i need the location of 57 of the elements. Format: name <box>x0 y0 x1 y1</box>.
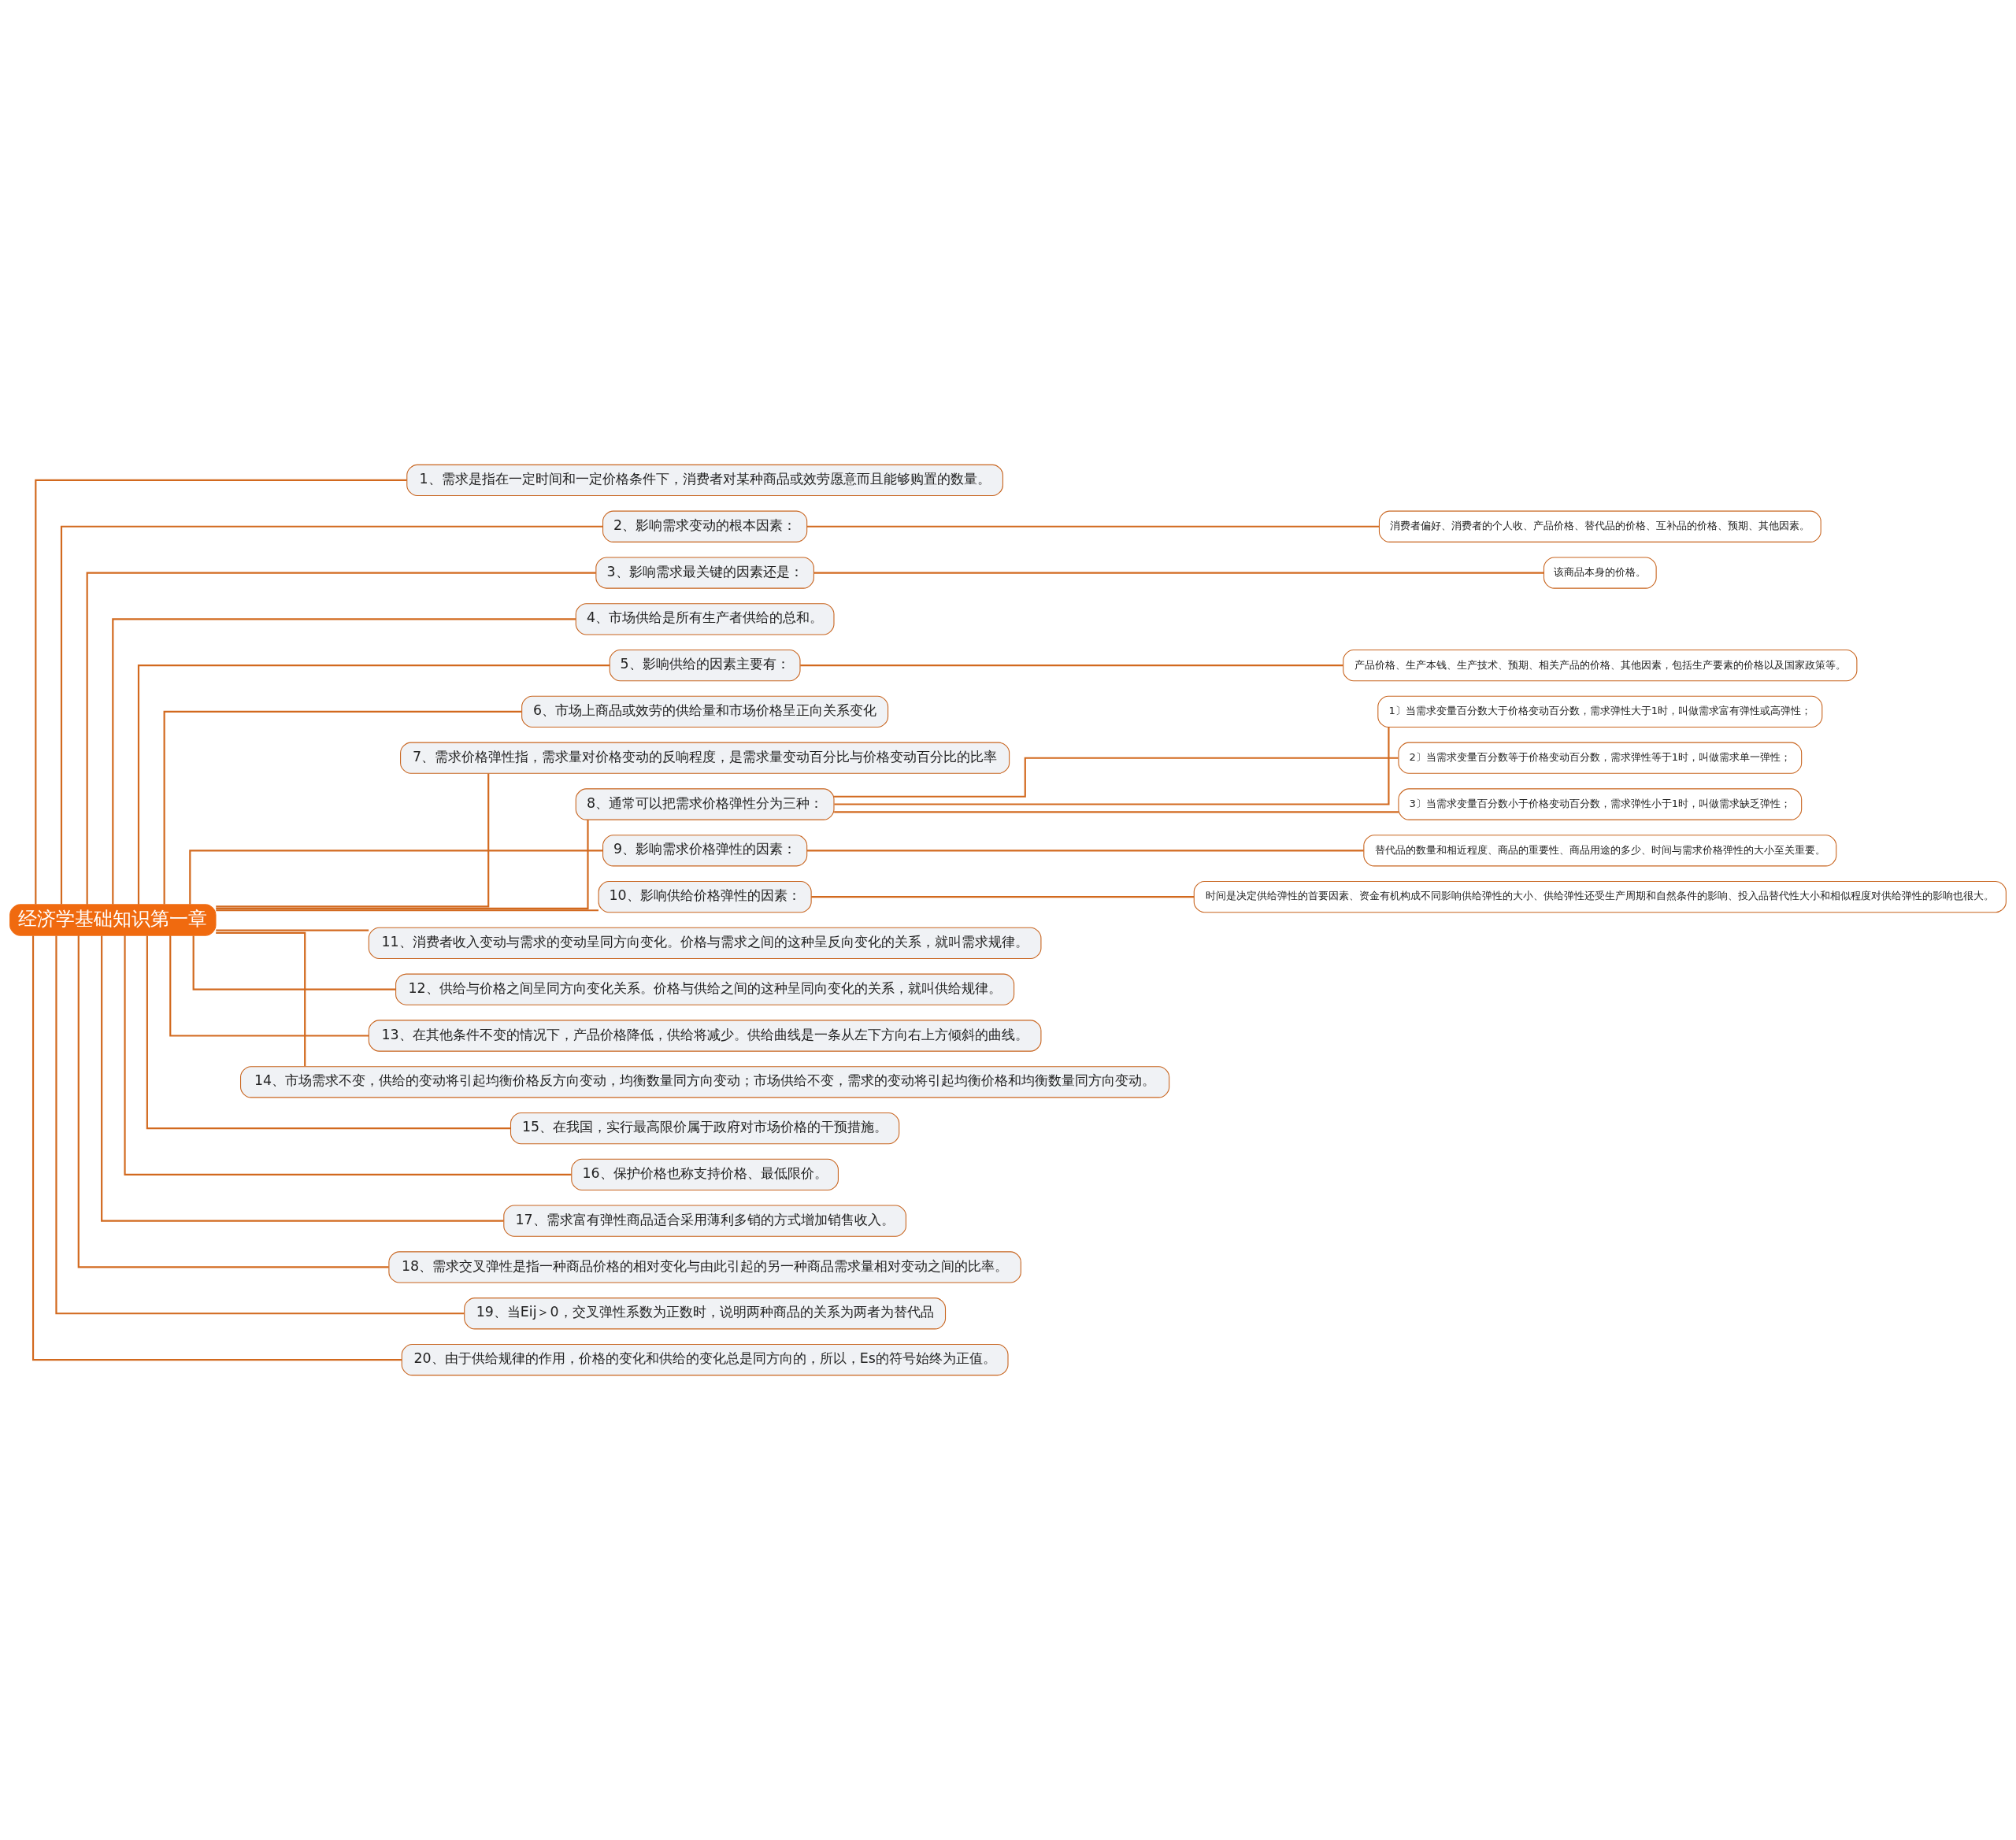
node-box: 2、影响需求变动的根本因素： <box>602 510 808 542</box>
node-box: 13、在其他条件不变的情况下，产品价格降低，供给将减少。供给曲线是一条从左下方向右上方倾斜的曲线。 <box>368 1020 1042 1052</box>
connector <box>806 850 1364 852</box>
connector <box>216 820 589 909</box>
connector <box>163 710 522 905</box>
connector <box>834 727 1390 805</box>
node-box: 14、市场需求不变，供给的变动将引起均衡价格反方向变动，均衡数量同方向变动；市场供给不变，需求的变动将引起均衡价格和均衡数量同方向变动。 <box>240 1066 1170 1098</box>
connector <box>216 931 306 1067</box>
connector <box>60 525 603 905</box>
connector <box>32 935 402 1361</box>
connector <box>55 935 465 1315</box>
connector <box>124 935 572 1175</box>
node-box: 2〕当需求变量百分数等于价格变动百分数，需求弹性等于1时，叫做需求单一弹性； <box>1398 742 1803 774</box>
connector <box>834 811 1399 813</box>
node-box: 6、市场上商品或效劳的供给量和市场价格呈正向关系变化 <box>521 695 889 728</box>
node-box: 17、需求富有弹性商品适合采用薄利多销的方式增加销售收入。 <box>503 1205 906 1237</box>
connector <box>35 479 407 905</box>
node-box: 1〕当需求变量百分数大于价格变动百分数，需求弹性大于1时，叫做需求富有弹性或高弹性； <box>1377 695 1823 728</box>
node-box: 该商品本身的价格。 <box>1543 557 1657 589</box>
connector <box>86 572 596 905</box>
connector <box>216 929 369 931</box>
connector <box>800 665 1343 667</box>
node-box: 11、消费者收入变动与需求的变动呈同方向变化。价格与需求之间的这种呈反向变化的关系，就叫需求规律。 <box>368 927 1042 960</box>
node-box: 8、通常可以把需求价格弹性分为三种： <box>575 788 835 820</box>
connector <box>192 935 396 990</box>
node-box: 9、影响需求价格弹性的因素： <box>602 835 808 867</box>
connector <box>811 896 1195 898</box>
node-box: 12、供给与价格之间呈同方向变化关系。价格与供给之间的这种呈同向变化的关系，就叫供给规律。 <box>395 973 1015 1005</box>
node-box: 19、当Eij＞0，交叉弹性系数为正数时，说明两种商品的关系为两者为替代品 <box>464 1298 947 1330</box>
node-box: 10、影响供给价格弹性的因素： <box>598 880 812 913</box>
connector <box>813 572 1544 574</box>
node-box: 18、需求交叉弹性是指一种商品价格的相对变化与由此引起的另一种商品需求量相对变动之间的比率。 <box>388 1251 1021 1283</box>
node-box: 3、影响需求最关键的因素还是： <box>595 557 814 589</box>
connector <box>834 757 1399 798</box>
node-box: 20、由于供给规律的作用，价格的变化和供给的变化总是同方向的，所以，Es的符号始终为正值。 <box>401 1343 1009 1376</box>
node-box: 16、保护价格也称支持价格、最低限价。 <box>571 1158 839 1190</box>
connector <box>216 773 490 908</box>
node-box: 3〕当需求变量百分数小于价格变动百分数，需求弹性小于1时，叫做需求缺乏弹性； <box>1398 788 1803 820</box>
node-box: 5、影响供给的因素主要有： <box>609 650 801 682</box>
node-box: 经济学基础知识第一章 <box>9 904 217 936</box>
connector <box>189 850 603 905</box>
connector <box>137 665 610 905</box>
connector <box>806 525 1380 528</box>
node-box: 1、需求是指在一定时间和一定价格条件下，消费者对某种商品或效劳愿意而且能够购置的数量。 <box>406 464 1003 497</box>
node-box: 时间是决定供给弹性的首要因素、资金有机构成不同影响供给弹性的大小、供给弹性还受生产周期和自然条件的影响、投入品替代性大小和相似程度对供给弹性的影响也很大。 <box>1193 880 2007 913</box>
node-box: 替代品的数量和相近程度、商品的重要性、商品用途的多少、时间与需求价格弹性的大小至关重要。 <box>1363 835 1837 867</box>
node-box: 4、市场供给是所有生产者供给的总和。 <box>575 603 835 635</box>
node-box: 产品价格、生产本钱、生产技术、预期、相关产品的价格、其他因素，包括生产要素的价格以及国家政策等。 <box>1343 650 1858 682</box>
connector <box>146 935 511 1130</box>
connector <box>112 618 576 905</box>
connector <box>101 935 504 1222</box>
node-box: 15、在我国，实行最高限价属于政府对市场价格的干预措施。 <box>510 1112 900 1145</box>
connector <box>77 935 389 1268</box>
connector <box>216 909 598 912</box>
connector <box>169 935 369 1037</box>
node-box: 7、需求价格弹性指，需求量对价格变动的反响程度，是需求量变动百分比与价格变动百分比的比率 <box>400 742 1010 774</box>
node-box: 消费者偏好、消费者的个人收、产品价格、替代品的价格、互补品的价格、预期、其他因素。 <box>1378 510 1821 542</box>
